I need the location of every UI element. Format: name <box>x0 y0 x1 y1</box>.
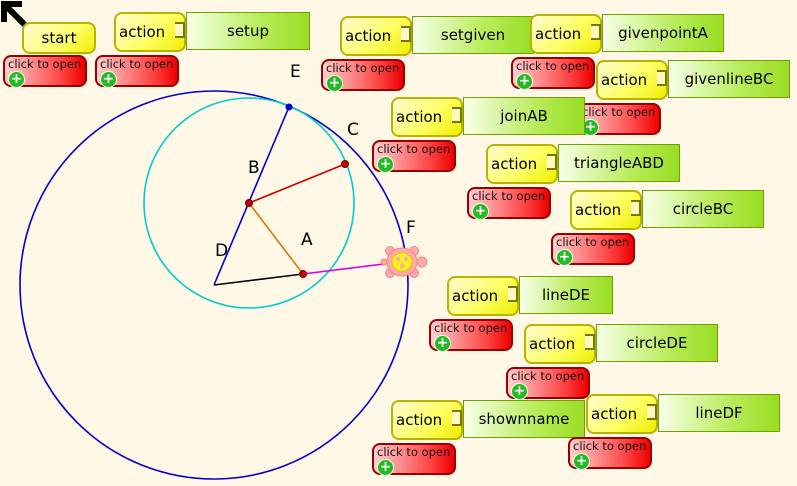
procedure-name[interactable]: joinAB <box>463 97 585 135</box>
turtle-icon[interactable] <box>380 246 428 278</box>
point-E-dot <box>285 103 293 111</box>
start-block[interactable]: start <box>22 22 96 54</box>
click-to-open-circleDE[interactable]: click to open + <box>506 367 590 400</box>
procedure-name[interactable]: setgiven <box>412 16 534 54</box>
action-label: action <box>530 14 602 54</box>
plus-icon[interactable]: + <box>582 119 599 136</box>
plus-icon[interactable]: + <box>472 203 489 220</box>
start-click-to-open[interactable]: click to open + <box>3 55 87 88</box>
circle-BC <box>143 97 355 309</box>
procedure-name[interactable]: circleBC <box>642 190 764 228</box>
click-to-open-joinAB[interactable]: click to open + <box>372 140 456 173</box>
procedure-name[interactable]: setup <box>186 12 310 50</box>
line-BC <box>248 163 346 204</box>
click-to-open-shownname[interactable]: click to open + <box>372 443 456 476</box>
action-label: action <box>524 324 596 364</box>
label-point-D: D <box>215 241 229 261</box>
plus-icon[interactable]: + <box>511 383 528 400</box>
plus-icon[interactable]: + <box>377 459 394 476</box>
click-to-open-circleBC[interactable]: click to open + <box>551 233 635 266</box>
label-point-F: F <box>406 218 416 238</box>
plus-icon[interactable]: + <box>100 71 117 88</box>
plus-icon[interactable]: + <box>516 73 533 90</box>
label-point-A: A <box>301 230 313 250</box>
action-label: action <box>570 190 642 230</box>
line-DE <box>213 106 290 286</box>
plus-icon[interactable]: + <box>434 335 451 352</box>
click-to-open-lineDF[interactable]: click to open + <box>568 437 652 470</box>
click-to-open-setup[interactable]: click to open + <box>95 55 179 88</box>
procedure-name[interactable]: givenlineBC <box>668 60 790 98</box>
line-AB <box>248 202 304 275</box>
click-to-open-triangleABD[interactable]: click to open + <box>467 187 551 220</box>
action-label: action <box>586 394 658 434</box>
click-to-open-label: click to open <box>8 57 82 71</box>
circle-DE <box>19 90 409 480</box>
label-point-B: B <box>248 158 260 178</box>
plus-icon[interactable]: + <box>556 249 573 266</box>
action-label: action <box>447 276 519 316</box>
action-label: action <box>114 12 186 52</box>
procedure-name[interactable]: shownname <box>463 400 585 438</box>
action-label: action <box>340 16 412 56</box>
line-DA <box>213 273 304 286</box>
procedure-name[interactable]: lineDF <box>658 394 780 432</box>
procedure-name[interactable]: circleDE <box>596 324 718 362</box>
plus-icon[interactable]: + <box>8 71 25 88</box>
plus-icon[interactable]: + <box>573 453 590 470</box>
procedure-name[interactable]: givenpointA <box>602 14 724 52</box>
click-to-open-givenpointA[interactable]: click to open + <box>511 57 595 90</box>
plus-icon[interactable]: + <box>377 156 394 173</box>
procedure-name[interactable]: lineDE <box>519 276 613 314</box>
point-C-dot <box>341 160 349 168</box>
click-to-open-givenlineBC[interactable]: click to open + <box>577 103 661 136</box>
action-label: action <box>391 400 463 440</box>
point-A-dot <box>299 270 307 278</box>
action-label: action <box>596 60 668 100</box>
label-point-E: E <box>290 62 301 82</box>
point-B-dot <box>245 199 253 207</box>
plus-icon[interactable]: + <box>326 75 343 92</box>
click-to-open-setgiven[interactable]: click to open + <box>321 59 405 92</box>
label-point-C: C <box>347 120 359 140</box>
action-label: action <box>391 97 463 137</box>
click-to-open-lineDE[interactable]: click to open + <box>429 319 513 352</box>
action-label: action <box>486 144 558 184</box>
procedure-name[interactable]: triangleABD <box>558 144 680 182</box>
